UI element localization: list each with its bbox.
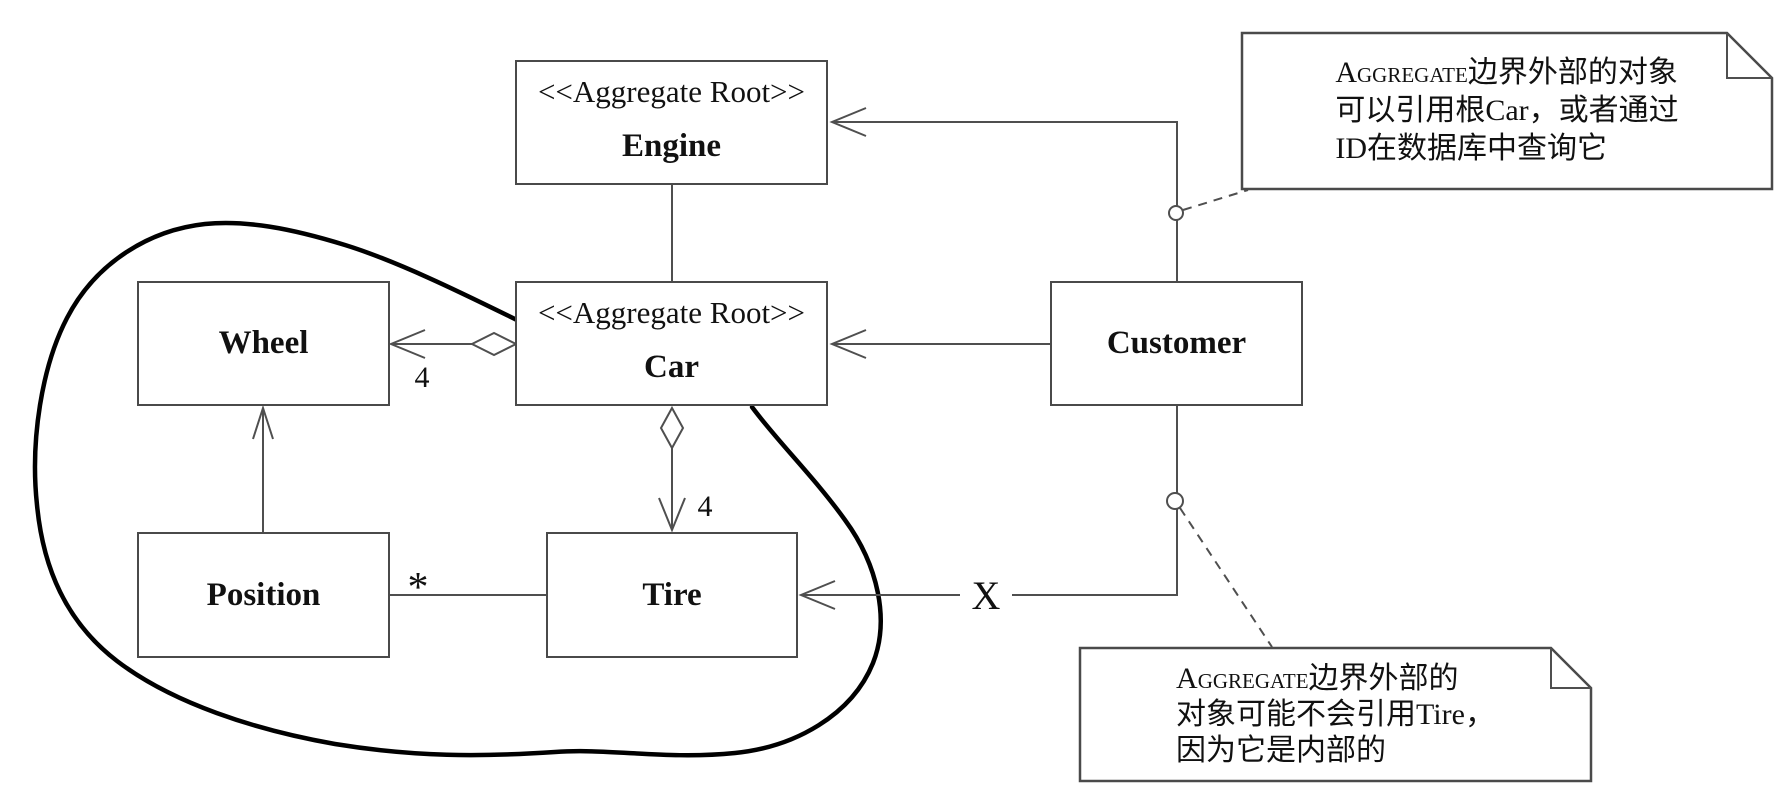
car-arrowhead-icon bbox=[829, 329, 867, 359]
note-bottom-shape bbox=[1078, 646, 1593, 783]
car-name: Car bbox=[644, 348, 699, 385]
position-multiplicity-label: * bbox=[407, 565, 429, 611]
note-top-shape bbox=[1240, 31, 1774, 191]
wheel-multiplicity-label: 4 bbox=[414, 361, 430, 394]
customer-tire-line-right bbox=[1012, 406, 1178, 596]
engine-stereotype: <<Aggregate Root>> bbox=[537, 74, 806, 109]
note-bottom-lines: Aggregate边界外部的 对象可能不会引用Tire， 因为它是内部的 bbox=[1176, 661, 1495, 769]
note-top-lines: Aggregate边界外部的对象 可以引用根Car，或者通过 ID在数据库中查询… bbox=[1335, 54, 1678, 168]
wheel-bottom-arrowhead-icon bbox=[252, 404, 274, 440]
tire-multiplicity-label: 4 bbox=[697, 490, 713, 523]
note-top-connector bbox=[1182, 189, 1249, 211]
wheel-name: Wheel bbox=[218, 325, 309, 361]
note-top-line-2: 可以引用根Car，或者通过 bbox=[1335, 92, 1678, 130]
note-bottom-connector bbox=[1179, 507, 1273, 648]
car-tire-diamond bbox=[659, 405, 685, 451]
engine-name: Engine bbox=[621, 127, 722, 164]
note-top-line-1-caps: Aggregate bbox=[1335, 56, 1468, 89]
note-anchor-circle-bottom bbox=[1166, 492, 1184, 510]
customer-name: Customer bbox=[1106, 325, 1247, 361]
note-top-text: Aggregate边界外部的对象 可以引用根Car，或者通过 ID在数据库中查询… bbox=[1242, 33, 1772, 189]
note-top-line-3: ID在数据库中查询它 bbox=[1335, 130, 1678, 168]
note-top-line-1-rest: 边界外部的对象 bbox=[1467, 56, 1678, 89]
note-bottom-line-3: 因为它是内部的 bbox=[1176, 733, 1495, 769]
note-bottom-line-1-caps: Aggregate bbox=[1176, 661, 1309, 695]
class-box-position: Position bbox=[137, 532, 390, 658]
car-wheel-diamond bbox=[469, 331, 519, 357]
note-anchor-circle-top bbox=[1168, 205, 1184, 221]
tire-right-arrowhead-icon bbox=[798, 580, 836, 610]
note-bottom-text: Aggregate边界外部的 对象可能不会引用Tire， 因为它是内部的 bbox=[1080, 648, 1591, 781]
note-top-fold-icon bbox=[1726, 33, 1772, 79]
note-bottom-line-3-rest: 因为它是内部的 bbox=[1176, 733, 1387, 767]
note-bottom-line-2: 对象可能不会引用Tire， bbox=[1176, 697, 1495, 733]
tire-name: Tire bbox=[642, 576, 702, 613]
note-bottom-line-1: Aggregate边界外部的 bbox=[1176, 661, 1495, 697]
class-box-tire: Tire bbox=[546, 532, 798, 658]
aggregate-boundary-curve bbox=[32, 220, 883, 758]
note-bottom-line-1-rest: 边界外部的 bbox=[1308, 661, 1459, 695]
class-box-engine: <<Aggregate Root>> Engine bbox=[515, 60, 828, 185]
note-bottom-line-2-rest: 对象可能不会引用Tire， bbox=[1176, 697, 1495, 731]
note-top-line-1: Aggregate边界外部的对象 bbox=[1335, 54, 1678, 92]
class-box-wheel: Wheel bbox=[137, 281, 390, 406]
position-name: Position bbox=[206, 576, 321, 613]
note-top-line-3-rest: ID在数据库中查询它 bbox=[1335, 132, 1607, 165]
wheel-arrowhead-icon bbox=[388, 329, 426, 359]
car-stereotype: <<Aggregate Root>> bbox=[537, 295, 806, 330]
forbidden-reference-x-label: X bbox=[971, 573, 1001, 618]
tire-top-arrowhead-icon bbox=[658, 497, 686, 533]
customer-engine-line bbox=[832, 121, 1178, 281]
engine-arrowhead-icon bbox=[829, 107, 867, 137]
class-box-customer: Customer bbox=[1050, 281, 1303, 406]
note-top-line-2-rest: 可以引用根Car，或者通过 bbox=[1335, 94, 1679, 127]
class-box-car: <<Aggregate Root>> Car bbox=[515, 281, 828, 406]
note-bottom-fold-icon bbox=[1550, 648, 1591, 689]
